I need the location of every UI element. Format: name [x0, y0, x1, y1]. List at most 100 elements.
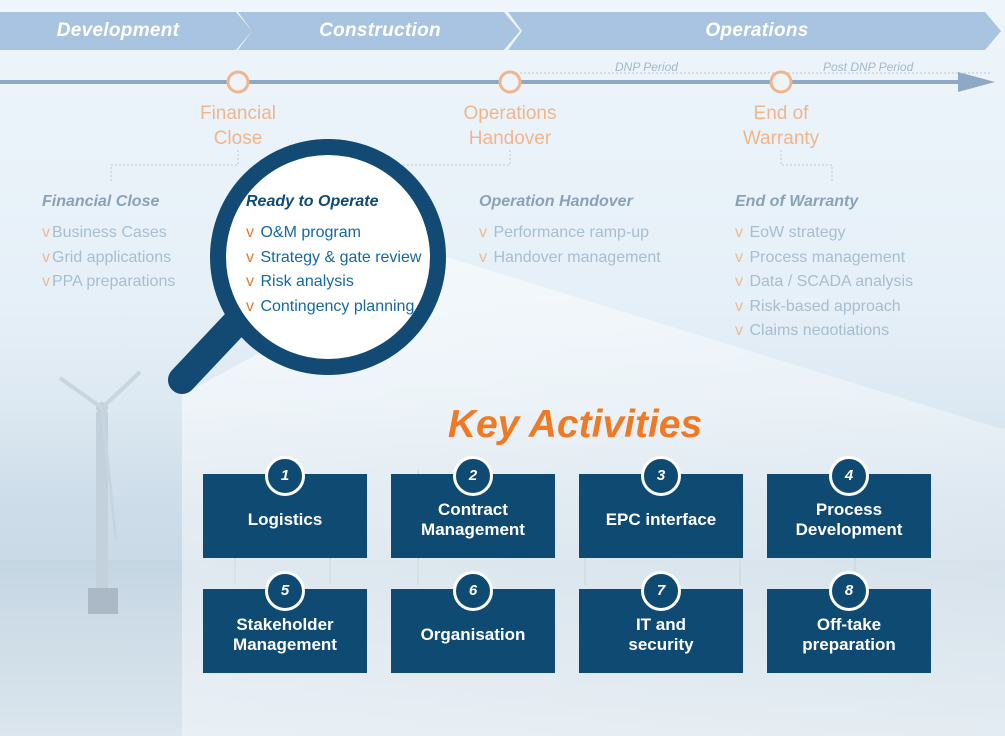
- list-item-text: Performance ramp-up: [493, 224, 650, 241]
- activity-label-line: Stakeholder: [236, 615, 334, 634]
- milestone-circle-icon: [498, 70, 522, 94]
- milestone-operations-handover: Operations Handover: [430, 101, 590, 151]
- list-item: v Process management: [735, 246, 913, 271]
- list-item-text: Claims negotiations: [749, 322, 890, 335]
- milestone-connectors: [110, 150, 833, 182]
- activity-number-badge: 3: [641, 456, 681, 496]
- list-item-text: Risk-based approach: [749, 297, 901, 315]
- list-item: v Contingency planning: [246, 295, 421, 320]
- list-item-text: Handover management: [493, 248, 661, 266]
- activity-label-line: Management: [233, 635, 337, 654]
- activity-number-badge: 6: [453, 571, 493, 611]
- list-item-text: Strategy & gate review: [260, 248, 422, 266]
- list-item: v Handover management: [479, 246, 661, 271]
- phase-operations: Operations: [508, 12, 1001, 50]
- activity-label-line: Contract: [438, 500, 508, 519]
- milestone-label-line: Close: [213, 128, 263, 149]
- milestone-label-line: Warranty: [742, 128, 820, 149]
- activity-label-line: preparation: [802, 635, 896, 654]
- milestone-label-line: End of: [753, 103, 809, 124]
- phase-construction: Construction: [238, 12, 520, 50]
- magnifier-icon: [168, 139, 446, 394]
- list-item-text: O&M program: [260, 224, 361, 241]
- bullet-mark: v: [42, 224, 50, 241]
- phase-arrow-shape: [0, 12, 252, 50]
- column-list-end-of-warranty: v EoW strategy v Process management v Da…: [735, 221, 913, 335]
- milestone-financial-close: Financial Close: [158, 101, 318, 151]
- list-item-text: Contingency planning: [260, 297, 415, 315]
- column-title-end-of-warranty: End of Warranty: [735, 193, 859, 210]
- key-activities-title: Key Activities: [447, 403, 703, 446]
- magnifier-lens: [210, 139, 446, 375]
- list-item: v O&M program: [246, 221, 421, 246]
- dnp-period-label: DNP Period: [615, 60, 678, 74]
- activity-label-line: IT and: [635, 615, 687, 634]
- list-item: v Risk-based approach: [735, 295, 913, 320]
- column-title-financial-close: Financial Close: [42, 193, 160, 210]
- milestone-label-line: Operations: [463, 103, 557, 124]
- bullet-mark: v: [42, 248, 50, 266]
- phase-development: Development: [0, 12, 252, 50]
- list-item-text: PPA preparations: [52, 273, 176, 291]
- column-list-ready-to-operate: v O&M program v Strategy & gate review v…: [246, 221, 421, 319]
- activity-label-line: Management: [421, 520, 525, 539]
- bullet-mark: v: [246, 297, 254, 315]
- timeline-arrow-icon: [958, 72, 995, 92]
- bullet-mark: v: [246, 273, 254, 291]
- column-list-operation-handover: v Performance ramp-up v Handover managem…: [479, 221, 661, 270]
- bullet-mark: v: [246, 248, 254, 266]
- list-item: v Data / SCADA analysis: [735, 270, 913, 295]
- post-dnp-period-label: Post DNP Period: [823, 60, 914, 74]
- list-item: v EoW strategy: [735, 221, 913, 246]
- activity-label-line: EPC interface: [605, 510, 717, 529]
- phase-arrow-shape: [238, 12, 520, 50]
- activity-label-line: Logistics: [247, 510, 323, 529]
- bullet-mark: v: [735, 224, 743, 241]
- activity-label-line: Off-take: [816, 615, 882, 634]
- milestone-label-line: Financial: [199, 103, 277, 124]
- phase-label: Operations: [705, 20, 809, 41]
- phase-label: Development: [56, 20, 180, 41]
- list-item: v Risk analysis: [246, 270, 421, 295]
- list-item: v Performance ramp-up: [479, 221, 661, 246]
- list-item: v Strategy & gate review: [246, 246, 421, 271]
- activity-number-badge: 5: [265, 571, 305, 611]
- activity-label-line: Organisation: [420, 625, 526, 644]
- milestone-label-line: Handover: [468, 128, 552, 149]
- column-title-ready-to-operate: Ready to Operate: [246, 193, 379, 210]
- activity-number-badge: 4: [829, 456, 869, 496]
- bullet-mark: v: [735, 322, 743, 335]
- bullet-mark: v: [246, 224, 254, 241]
- magnifier-lens-content: Ready to Operate v O&M program v Strateg…: [206, 140, 450, 384]
- phase-label: Construction: [319, 20, 441, 41]
- list-item: v Claims negotiations: [735, 319, 913, 335]
- phase-arrow-shape: [508, 12, 1001, 50]
- activity-label-line: security: [628, 635, 694, 654]
- list-item-text: Grid applications: [52, 248, 172, 266]
- activity-number-badge: 7: [641, 571, 681, 611]
- bullet-mark: v: [735, 273, 743, 291]
- list-item-text: Risk analysis: [260, 273, 354, 291]
- list-item-text: Process management: [749, 248, 906, 266]
- bullet-mark: v: [479, 248, 487, 266]
- list-item-text: EoW strategy: [749, 224, 846, 241]
- bullet-mark: v: [735, 297, 743, 315]
- bullet-mark: v: [735, 248, 743, 266]
- activity-number-badge: 8: [829, 571, 869, 611]
- list-item-text: Data / SCADA analysis: [749, 273, 914, 291]
- milestone-end-of-warranty: End of Warranty: [701, 101, 861, 151]
- column-title-operation-handover: Operation Handover: [479, 193, 633, 210]
- list-item-text: Business Cases: [52, 224, 167, 241]
- bullet-mark: v: [42, 273, 50, 291]
- timeline: [0, 70, 995, 182]
- activity-label-line: Development: [795, 520, 903, 539]
- activity-label-line: Process: [815, 500, 883, 519]
- bullet-mark: v: [479, 224, 487, 241]
